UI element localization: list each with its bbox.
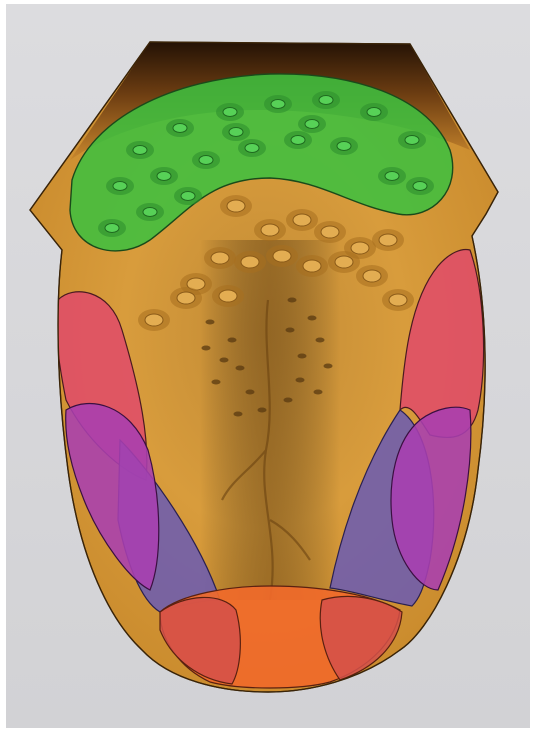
papilla-dot bbox=[234, 412, 243, 417]
papilla-center bbox=[219, 290, 237, 302]
back-papilla-center bbox=[337, 142, 351, 151]
papilla-dot bbox=[296, 378, 305, 383]
papilla-dot bbox=[324, 364, 333, 369]
papilla-center bbox=[321, 226, 339, 238]
papilla-center bbox=[351, 242, 369, 254]
papilla-dot bbox=[206, 320, 215, 325]
papilla-center bbox=[379, 234, 397, 246]
papilla-dot bbox=[220, 358, 229, 363]
back-papilla-center bbox=[173, 124, 187, 133]
papilla-center bbox=[363, 270, 381, 282]
papilla-dot bbox=[212, 380, 221, 385]
papilla-center bbox=[227, 200, 245, 212]
papilla-dot bbox=[202, 346, 211, 351]
papilla-center bbox=[177, 292, 195, 304]
papilla-dot bbox=[286, 328, 295, 333]
papilla-dot bbox=[246, 390, 255, 395]
back-papilla-center bbox=[229, 128, 243, 137]
papilla-dot bbox=[308, 316, 317, 321]
back-papilla-center bbox=[105, 224, 119, 233]
back-papilla-center bbox=[413, 182, 427, 191]
back-papilla-center bbox=[157, 172, 171, 181]
back-papilla-center bbox=[305, 120, 319, 129]
papilla-center bbox=[389, 294, 407, 306]
papilla-dot bbox=[316, 338, 325, 343]
papilla-center bbox=[335, 256, 353, 268]
papilla-dot bbox=[236, 366, 245, 371]
back-papilla-center bbox=[133, 146, 147, 155]
back-papilla-center bbox=[245, 144, 259, 153]
papilla-dot bbox=[288, 298, 297, 303]
back-papilla-center bbox=[199, 156, 213, 165]
back-papilla-center bbox=[385, 172, 399, 181]
back-papilla-center bbox=[291, 136, 305, 145]
papilla-dot bbox=[314, 390, 323, 395]
papilla-dot bbox=[298, 354, 307, 359]
papilla-dot bbox=[284, 398, 293, 403]
back-papilla-center bbox=[271, 100, 285, 109]
papilla-center bbox=[303, 260, 321, 272]
papilla-dot bbox=[258, 408, 267, 413]
papilla-center bbox=[293, 214, 311, 226]
papilla-center bbox=[261, 224, 279, 236]
back-papilla-center bbox=[367, 108, 381, 117]
papilla-center bbox=[241, 256, 259, 268]
papilla-center bbox=[211, 252, 229, 264]
back-papilla-center bbox=[143, 208, 157, 217]
back-papilla-center bbox=[181, 192, 195, 201]
back-papilla-center bbox=[405, 136, 419, 145]
back-papilla-center bbox=[113, 182, 127, 191]
back-papilla-center bbox=[319, 96, 333, 105]
papilla-center bbox=[145, 314, 163, 326]
papilla-center bbox=[273, 250, 291, 262]
back-papilla-center bbox=[223, 108, 237, 117]
papilla-dot bbox=[228, 338, 237, 343]
